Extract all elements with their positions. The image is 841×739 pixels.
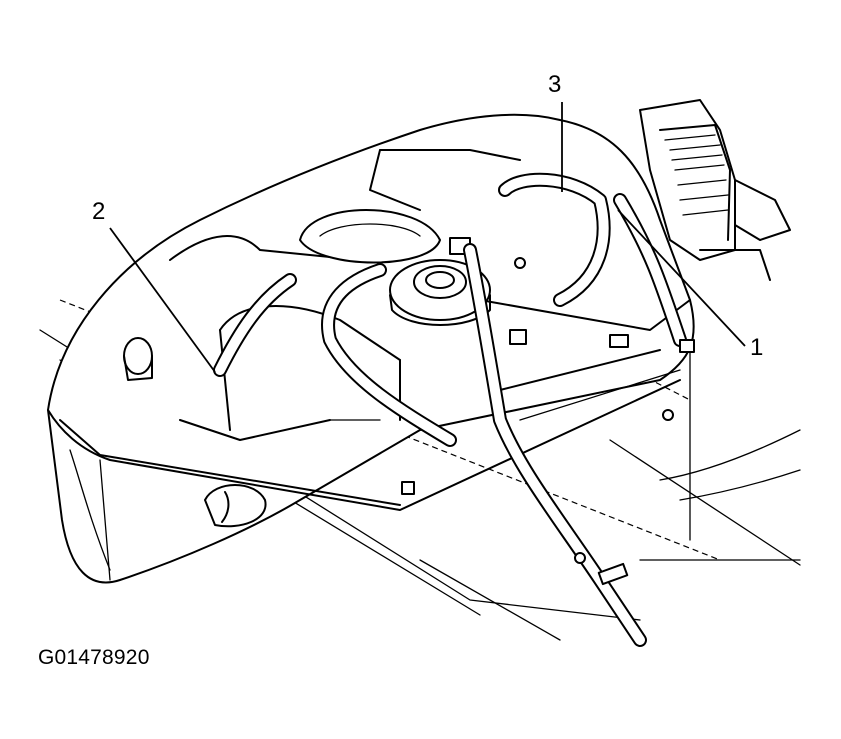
figure-id: G01478920 <box>38 646 150 669</box>
fuel-tank-body <box>47 113 695 584</box>
fastener-clips <box>401 257 695 586</box>
callout-label-1: 1 <box>750 334 764 361</box>
callout-label-2: 2 <box>92 198 106 225</box>
evap-canister <box>639 99 791 281</box>
evap-canister-port <box>299 209 441 264</box>
callout-leaders <box>109 102 746 373</box>
callout-label-3: 3 <box>548 71 562 98</box>
fuel-hoses <box>213 172 687 647</box>
